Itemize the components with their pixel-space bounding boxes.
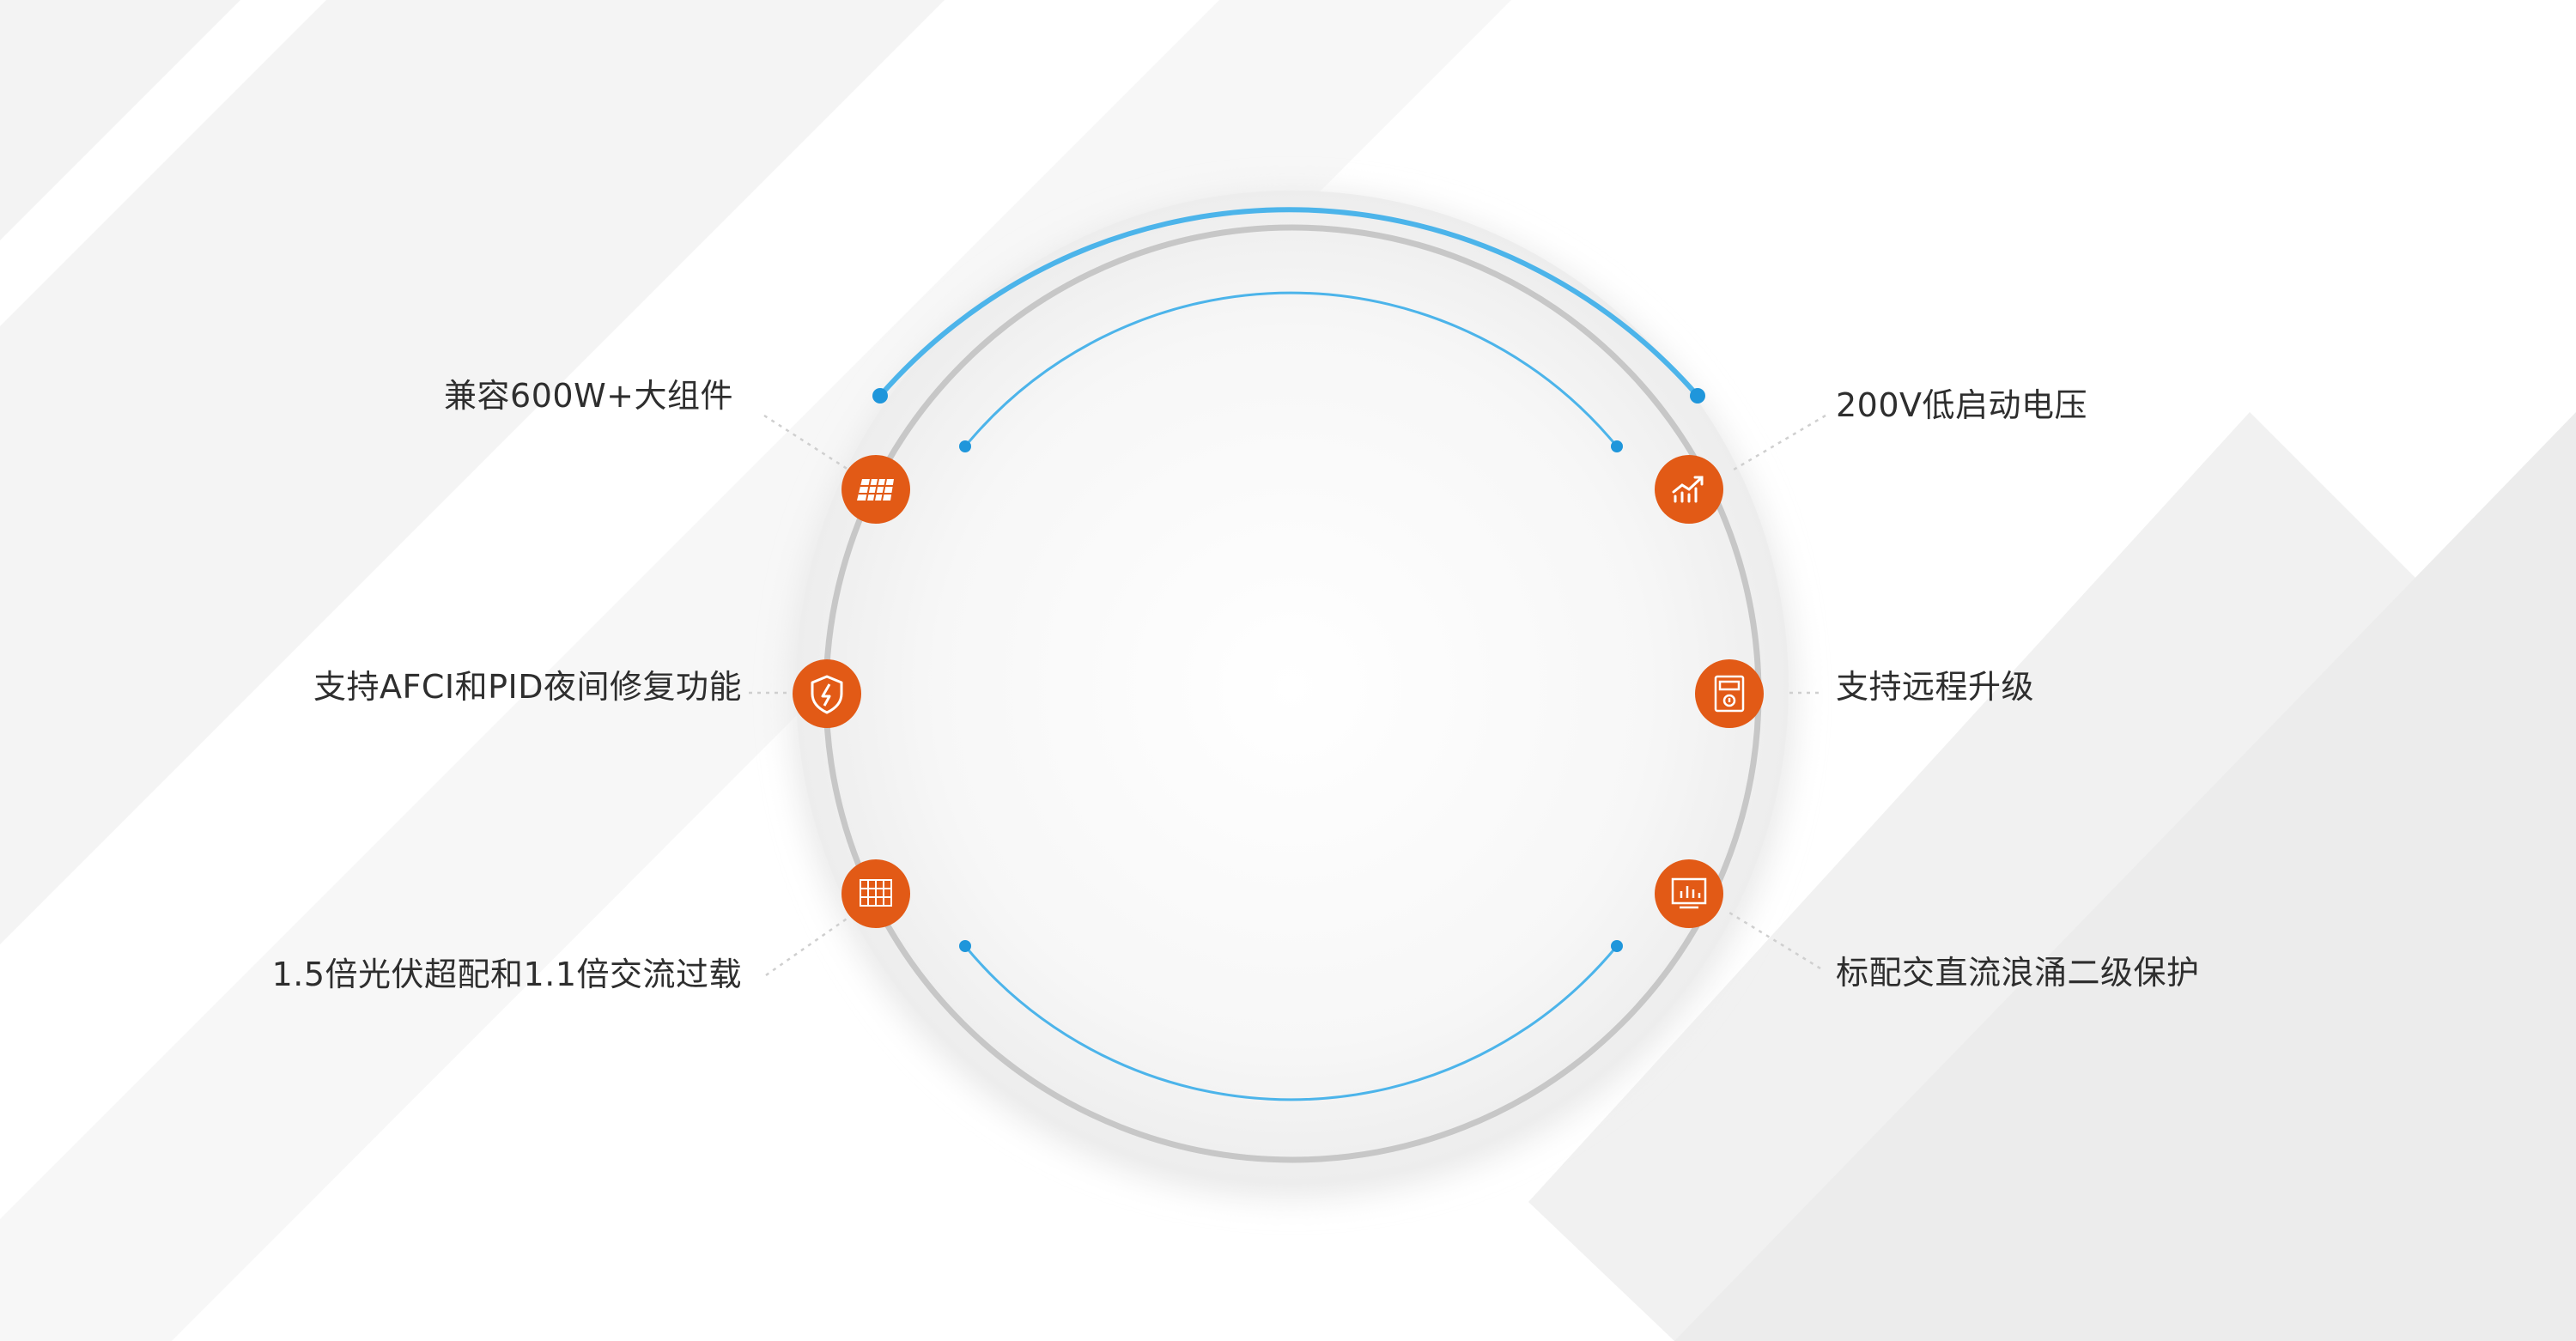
- icon-node-left-mid: [793, 659, 861, 728]
- rising-chart-icon: [1672, 476, 1704, 503]
- panel-array-icon: [860, 879, 892, 907]
- feature-label-oversizing-overload: 1.5倍光伏超配和1.1倍交流过载: [271, 956, 742, 993]
- outer-top-arc: [878, 207, 1700, 398]
- arc-endpoint-dot: [1611, 940, 1623, 952]
- background-stripe: [1674, 412, 2576, 1341]
- icon-node-left-top: [841, 455, 910, 524]
- blue-arcs: [872, 207, 1705, 1101]
- inner-top-arc: [963, 291, 1619, 447]
- feature-label-low-startup-voltage: 200V低启动电压: [1836, 386, 2088, 424]
- shield-bolt-icon: [811, 675, 843, 714]
- icon-node-right-top: [1655, 455, 1723, 524]
- inner-bottom-arc: [963, 945, 1619, 1101]
- background-stripe: [0, 0, 945, 944]
- background-stripe: [0, 0, 240, 240]
- leader-line: [1728, 911, 1821, 970]
- feature-label-afci-pid: 支持AFCI和PID夜间修复功能: [313, 668, 742, 706]
- arc-endpoint-dot: [1611, 440, 1623, 452]
- meter-icon: [1714, 675, 1745, 713]
- icon-node-left-bottom: [841, 859, 910, 928]
- arc-endpoint-dot: [1690, 388, 1705, 404]
- feature-label-compatible-large-module: 兼容600W+大组件: [444, 377, 733, 415]
- leader-line: [765, 913, 853, 977]
- arc-endpoint-dot: [959, 940, 971, 952]
- arc-endpoint-dot: [959, 440, 971, 452]
- feature-label-remote-upgrade: 支持远程升级: [1836, 668, 2035, 706]
- icon-node-right-mid: [1695, 659, 1764, 728]
- icon-node-right-bottom: [1655, 859, 1723, 928]
- center-disc: [796, 191, 1789, 1183]
- solar-panel-icon: [857, 478, 894, 501]
- monitor-chart-icon: [1671, 877, 1707, 909]
- arc-endpoint-dot: [872, 388, 888, 404]
- leader-lines: [749, 414, 1826, 977]
- feature-label-surge-protection: 标配交直流浪涌二级保护: [1836, 954, 2200, 992]
- leader-line: [1728, 414, 1826, 474]
